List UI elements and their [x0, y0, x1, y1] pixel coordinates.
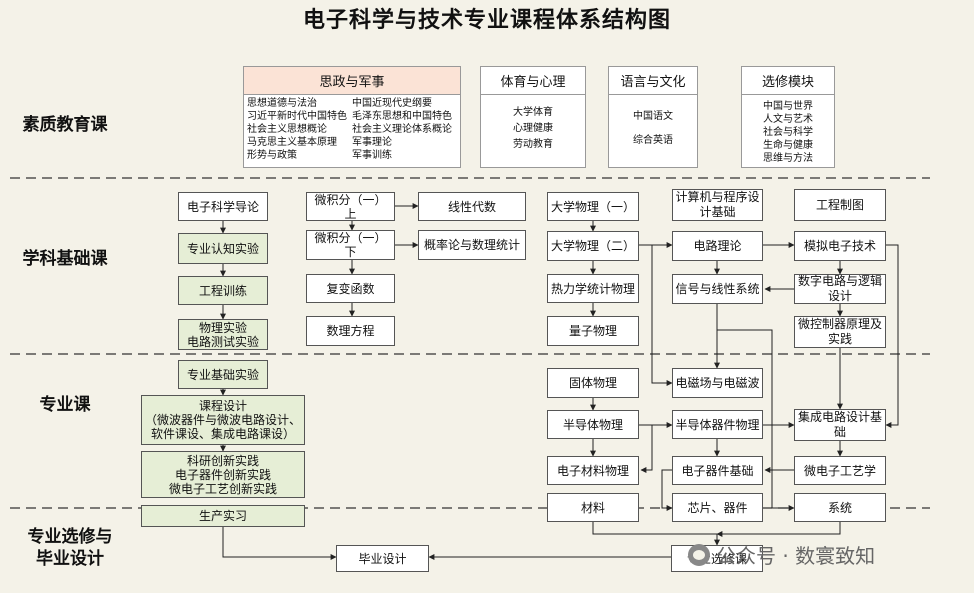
section-major: 专业课 [39, 395, 91, 415]
course-math-equations: 数理方程 [306, 316, 395, 346]
arrow [717, 329, 795, 511]
category-items: 思想道德与法治 习近平新时代中国特色 社会主义思想概论 马克思主义基本原理 形势… [244, 95, 460, 164]
category-item: 生命与健康 [763, 140, 813, 151]
category-item: 大学体育 [513, 107, 553, 118]
course-innovation: 科研创新实践 电子器件创新实践 微电子工艺创新实践 [141, 451, 305, 498]
course-ic-design: 集成电路设计基础 [794, 409, 886, 441]
category-language: 语言与文化 中国语文 综合英语 [608, 66, 698, 168]
category-item: 人文与艺术 [763, 114, 813, 125]
course-digital-logic: 数字电路与逻辑设计 [794, 274, 886, 304]
section-elective: 专业选修与 毕业设计 [10, 526, 130, 570]
category-item: 社会与科学 [763, 127, 813, 138]
course-line: 微电子工艺创新实践 [168, 481, 277, 496]
course-linear-algebra: 线性代数 [418, 192, 526, 221]
course-thermodynamics: 热力学统计物理 [547, 274, 639, 303]
category-item: 社会主义思想概论 [247, 124, 327, 135]
course-line: 电路测试实验 [186, 334, 259, 349]
arrow [640, 425, 653, 473]
wechat-logo-icon [688, 543, 710, 566]
category-header: 选修模块 [742, 67, 834, 95]
course-eng-training: 工程训练 [178, 276, 268, 305]
category-header: 体育与心理 [481, 67, 585, 95]
course-physics-1: 大学物理（一） [547, 192, 639, 221]
course-physics-lab: 物理实验 电路测试实验 [178, 319, 268, 350]
course-physics-2: 大学物理（二） [547, 231, 639, 261]
course-device-basics: 电子器件基础 [672, 456, 763, 485]
category-header: 思政与军事 [244, 67, 460, 95]
course-line: （微波器件与微波电路设计、 [144, 413, 301, 427]
course-em-fields: 电磁场与电磁波 [672, 368, 763, 398]
output-materials: 材料 [547, 493, 639, 522]
category-sports: 体育与心理 大学体育 心理健康 劳动教育 [480, 66, 586, 168]
course-line: 物理实验 [198, 320, 247, 335]
category-item: 形势与政策 [247, 150, 297, 161]
course-line: 电子器件创新实践 [174, 467, 271, 482]
arrow [716, 522, 841, 537]
items-left-column: 思想道德与法治 习近平新时代中国特色 社会主义思想概论 马克思主义基本原理 形势… [247, 97, 352, 162]
category-item: 中国语文 [633, 111, 673, 122]
category-item: 思想道德与法治 [247, 98, 317, 109]
course-materials-physics: 电子材料物理 [547, 456, 639, 485]
course-line: 课程设计 [198, 399, 247, 413]
category-item: 军事理论 [352, 137, 392, 148]
items-right-column: 中国近现代史纲要 毛泽东思想和中国特色 社会主义理论体系概论 军事理论 军事训练 [352, 97, 457, 162]
output-system: 系统 [794, 493, 886, 522]
section-elective-line1: 专业选修与 [27, 527, 113, 547]
category-item: 习近平新时代中国特色 [247, 111, 347, 122]
diagram-title: 电子科学与技术专业课程体系结构图 [302, 8, 671, 33]
course-production: 生产实习 [141, 505, 305, 527]
course-programming: 计算机与程序设计基础 [672, 189, 763, 221]
course-microcontroller: 微控制器原理及实践 [794, 316, 886, 348]
section-quality: 素质教育课 [22, 115, 108, 135]
arrow [651, 245, 673, 386]
section-foundation: 学科基础课 [22, 249, 108, 269]
course-calc1-up: 微积分（一）上 [306, 192, 395, 221]
course-quantum: 量子物理 [547, 316, 639, 346]
arrow [885, 244, 899, 428]
course-semiconductor-physics: 半导体物理 [547, 410, 639, 439]
category-items: 大学体育 心理健康 劳动教育 [481, 95, 585, 153]
category-items: 中国与世界 人文与艺术 社会与科学 生命与健康 思维与方法 [742, 95, 834, 165]
watermark: 公众号 · 数寰致知 [688, 540, 875, 569]
category-item: 军事训练 [352, 150, 392, 161]
course-intro: 电子科学导论 [178, 192, 268, 221]
course-complex-functions: 复变函数 [306, 274, 395, 303]
course-line: 科研创新实践 [186, 453, 259, 468]
category-item: 中国近现代史纲要 [352, 98, 432, 109]
watermark-text: 公众号 · 数寰致知 [716, 544, 876, 568]
course-graduation: 毕业设计 [336, 545, 429, 572]
course-line: 软件课设、集成电路课设） [150, 427, 295, 441]
course-cognition-lab: 专业认知实验 [178, 233, 268, 264]
output-chips-devices: 芯片、器件 [672, 493, 763, 522]
category-items: 中国语文 综合英语 [609, 95, 697, 153]
category-item: 心理健康 [513, 123, 553, 134]
category-header: 语言与文化 [609, 67, 697, 95]
category-item: 劳动教育 [513, 139, 553, 150]
category-item: 社会主义理论体系概论 [352, 124, 452, 135]
course-calc1-down: 微积分（一）下 [306, 230, 395, 260]
category-item: 综合英语 [633, 135, 673, 146]
course-signals-systems: 信号与线性系统 [672, 274, 763, 304]
course-semiconductor-devices: 半导体器件物理 [672, 410, 763, 439]
category-ideology: 思政与军事 思想道德与法治 习近平新时代中国特色 社会主义思想概论 马克思主义基… [243, 66, 461, 168]
category-item: 思维与方法 [763, 153, 813, 164]
category-item: 中国与世界 [763, 101, 813, 112]
course-design: 课程设计 （微波器件与微波电路设计、 软件课设、集成电路课设） [141, 395, 305, 445]
course-analog-electronics: 模拟电子技术 [794, 231, 886, 261]
arrow [592, 522, 720, 546]
course-circuit-theory: 电路理论 [672, 231, 763, 261]
arrow [661, 469, 673, 511]
category-item: 毛泽东思想和中国特色 [352, 111, 452, 122]
course-solid-state: 固体物理 [547, 368, 639, 398]
course-major-lab: 专业基础实验 [178, 360, 268, 389]
category-item: 马克思主义基本原理 [247, 137, 337, 148]
section-elective-line2: 毕业设计 [36, 549, 104, 569]
course-probability: 概率论与数理统计 [418, 230, 526, 260]
course-microelectronics: 微电子工艺学 [794, 456, 886, 485]
course-eng-drawing: 工程制图 [794, 189, 886, 221]
category-elective: 选修模块 中国与世界 人文与艺术 社会与科学 生命与健康 思维与方法 [741, 66, 835, 168]
arrow [222, 527, 337, 560]
